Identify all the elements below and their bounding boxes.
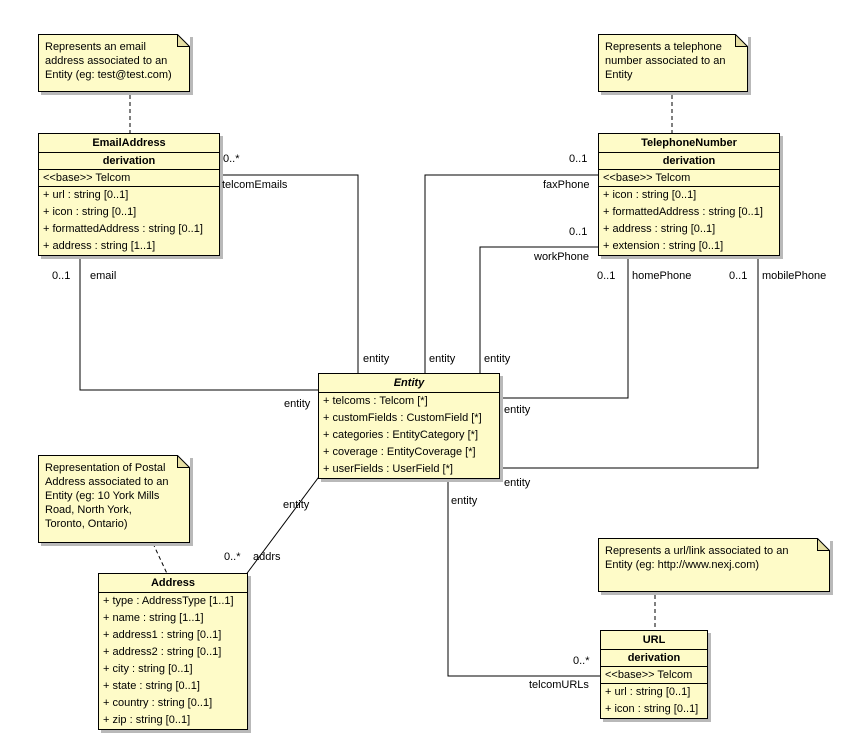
class-base-row: <<base>> Telcom [39, 169, 219, 186]
edge-label-addrs-name: addrs [253, 551, 281, 563]
edge-label-workPhone-mult: 0..1 [569, 226, 588, 238]
edge-label-addrs-mult: 0..* [224, 551, 241, 563]
edge-label-mobilePhone-role: entity [504, 477, 531, 489]
attribute-row: + formattedAddress : string [0..1] [603, 206, 763, 218]
edge-addrs[interactable] [241, 469, 325, 581]
edge-label-homePhone-name: homePhone [632, 270, 692, 282]
attribute-row: + icon : string [0..1] [43, 206, 137, 218]
edge-label-workPhone-role: entity [484, 353, 511, 365]
attribute-row: + address1 : string [0..1] [103, 629, 222, 641]
class-title: EmailAddress [92, 137, 166, 149]
class-telephone-number[interactable]: TelephoneNumber derivation <<base>> Telc… [598, 133, 780, 256]
attribute-row: + address : string [0..1] [603, 223, 716, 235]
class-address[interactable]: Address + type : AddressType [1..1] + na… [98, 573, 248, 730]
edge-label-mobilePhone-mult: 0..1 [729, 270, 748, 282]
edge-label-telcomURLs-name: telcomURLs [529, 679, 589, 691]
edge-telcomEmails[interactable] [210, 174, 359, 380]
edge-homePhone[interactable] [490, 240, 629, 399]
attribute-row: + url : string [0..1] [605, 686, 691, 698]
class-entity[interactable]: Entity + telcoms : Telcom [*] + customFi… [318, 373, 500, 479]
edge-label-telcomURLs-mult: 0..* [573, 655, 590, 667]
attribute-row: + name : string [1..1] [103, 612, 204, 624]
edge-faxPhone[interactable] [424, 174, 606, 380]
note-text: Represents a telephone number associated… [605, 41, 726, 81]
note-phone[interactable]: Represents a telephone number associated… [598, 34, 748, 92]
edge-label-faxPhone-mult: 0..1 [569, 153, 588, 165]
attribute-row: + city : string [0..1] [103, 663, 193, 675]
edge-label-telcomEmails-mult: 0..* [223, 153, 240, 165]
edge-label-homePhone-role: entity [504, 404, 531, 416]
attribute-row: + categories : EntityCategory [*] [323, 429, 478, 441]
edge-label-email-name: email [90, 270, 117, 282]
note-fold-icon [177, 455, 190, 468]
class-derivation-label: derivation [39, 152, 219, 169]
note-text: Representation of Postal Address associa… [45, 462, 169, 530]
class-attributes: + url : string [0..1] + icon : string [0… [601, 683, 707, 718]
class-derivation-label: derivation [599, 152, 779, 169]
class-attributes: + icon : string [0..1] + formattedAddres… [599, 186, 779, 255]
attribute-row: + icon : string [0..1] [603, 189, 697, 201]
class-title: URL [642, 634, 666, 646]
attribute-row: + telcoms : Telcom [*] [323, 395, 428, 407]
class-title: Address [150, 577, 196, 589]
attribute-row: + extension : string [0..1] [603, 240, 724, 252]
attribute-row: + url : string [0..1] [43, 189, 129, 201]
attribute-row: + zip : string [0..1] [103, 714, 191, 726]
attribute-row: + customFields : CustomField [*] [323, 412, 482, 424]
attribute-row: + country : string [0..1] [103, 697, 213, 709]
edge-label-email-role: entity [284, 398, 311, 410]
class-attributes: + url : string [0..1] + icon : string [0… [39, 186, 219, 255]
edge-label-homePhone-mult: 0..1 [597, 270, 616, 282]
attribute-row: + state : string [0..1] [103, 680, 200, 692]
edge-label-telcomEmails-role: entity [363, 353, 390, 365]
edge-mobilePhone[interactable] [490, 240, 759, 469]
attribute-row: + address2 : string [0..1] [103, 646, 222, 658]
edge-label-mobilePhone-name: mobilePhone [762, 270, 827, 282]
attribute-row: + type : AddressType [1..1] [103, 595, 234, 607]
attribute-row: + address : string [1..1] [43, 240, 156, 252]
attribute-row: + userFields : UserField [*] [323, 463, 453, 475]
attribute-row: + icon : string [0..1] [605, 703, 699, 715]
attribute-row: + formattedAddress : string [0..1] [43, 223, 203, 235]
edge-label-faxPhone-name: faxPhone [543, 179, 590, 191]
class-email-address[interactable]: EmailAddress derivation <<base>> Telcom … [38, 133, 220, 256]
edge-label-addrs-role: entity [283, 499, 310, 511]
edge-email[interactable] [79, 248, 326, 391]
edge-label-email-mult: 0..1 [52, 270, 71, 282]
class-title: Entity [393, 377, 425, 389]
class-derivation-label: derivation [601, 649, 707, 666]
class-url[interactable]: URL derivation <<base>> Telcom + url : s… [600, 630, 708, 719]
note-postal[interactable]: Representation of Postal Address associa… [38, 455, 190, 543]
note-url[interactable]: Represents a url/link associated to an E… [598, 538, 830, 592]
note-email[interactable]: Represents an email address associated t… [38, 34, 190, 92]
note-text: Represents a url/link associated to an E… [605, 545, 789, 571]
note-text: Represents an email address associated t… [45, 41, 172, 81]
edge-label-faxPhone-role: entity [429, 353, 456, 365]
class-base-row: <<base>> Telcom [601, 666, 707, 683]
note-connector-postal [149, 536, 171, 581]
class-title: TelephoneNumber [641, 137, 737, 149]
edge-label-telcomURLs-role: entity [451, 495, 478, 507]
note-fold-icon [735, 34, 748, 47]
edge-workPhone[interactable] [479, 246, 606, 380]
edge-label-telcomEmails-name: telcomEmails [222, 179, 288, 191]
edge-label-workPhone-name: workPhone [534, 251, 590, 263]
note-fold-icon [817, 538, 830, 551]
class-attributes: + telcoms : Telcom [*] + customFields : … [319, 392, 499, 478]
class-base-row: <<base>> Telcom [599, 169, 779, 186]
attribute-row: + coverage : EntityCoverage [*] [323, 446, 476, 458]
edge-telcomURLs[interactable] [447, 468, 608, 677]
class-attributes: + type : AddressType [1..1] + name : str… [99, 592, 247, 729]
note-fold-icon [177, 34, 190, 47]
